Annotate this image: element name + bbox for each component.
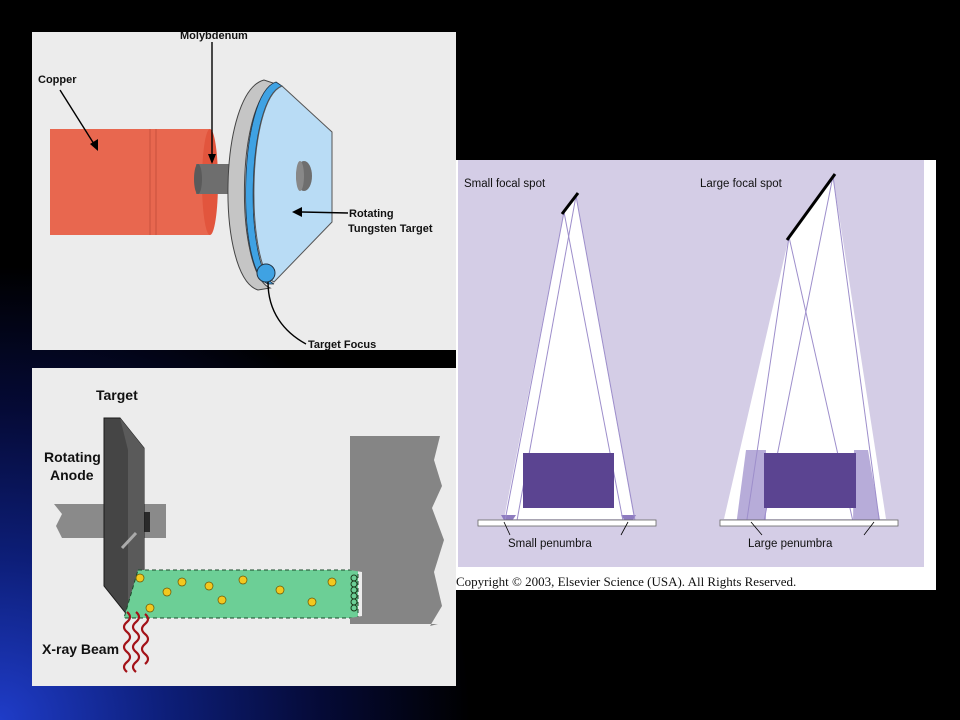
copyright-notice: Copyright © 2003, Elsevier Science (USA)… — [456, 574, 796, 589]
xray-waves — [122, 611, 150, 673]
small-focal-spot-label: Small focal spot — [464, 178, 546, 190]
small-spot-film — [477, 519, 657, 527]
target-cone-face — [253, 85, 333, 283]
target-focus-spot — [256, 263, 276, 283]
copper-label: Copper — [38, 74, 77, 86]
focal-spot-penumbra-diagram: Small focal spot Large focal spot Small … — [456, 160, 936, 590]
electrons — [135, 573, 337, 613]
copper-cylinder — [50, 129, 210, 235]
filament-coil — [350, 574, 358, 612]
small-spot-beam-cone — [504, 196, 634, 519]
xray-beam-label: X-ray Beam — [42, 641, 119, 657]
small-spot-object — [523, 453, 614, 508]
large-focal-spot — [785, 173, 837, 241]
xray-beam-diagram: Target Rotating Anode X-ray Beam — [32, 368, 456, 686]
large-spot-beam-cone — [724, 176, 886, 519]
target-disc-rim — [227, 79, 278, 291]
small-focal-spot — [560, 192, 580, 215]
rotating-anode-diagram: Molybdenum Copper Rotating Tungsten Targ… — [32, 32, 456, 350]
large-focal-spot-label: Large focal spot — [700, 178, 783, 190]
small-penumbra-label: Small penumbra — [508, 538, 592, 550]
large-spot-film — [719, 519, 899, 527]
tungsten-target-label: Tungsten Target — [348, 223, 433, 235]
target-focus-label: Target Focus — [308, 339, 376, 350]
cathode-block — [350, 436, 444, 626]
large-penumbra-label: Large penumbra — [748, 538, 833, 550]
rotating-label: Rotating — [44, 449, 101, 465]
target-label: Target — [96, 387, 138, 403]
anode-label: Anode — [50, 467, 94, 483]
large-spot-object — [764, 453, 856, 508]
molybdenum-label: Molybdenum — [180, 32, 248, 42]
rotating-label: Rotating — [349, 208, 394, 220]
